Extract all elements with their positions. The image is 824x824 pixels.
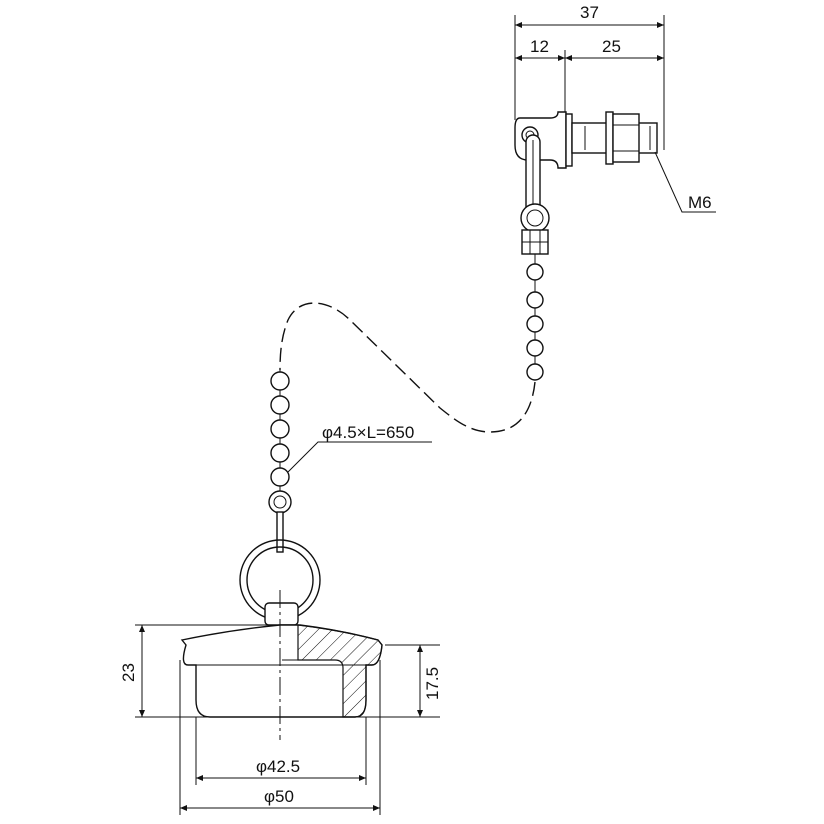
dim-37-label: 37	[580, 3, 599, 22]
dim-25-label: 25	[602, 37, 621, 56]
depth-17-5-label: 17.5	[423, 667, 442, 700]
chain-leader	[287, 441, 432, 473]
wall-fitting	[514, 111, 658, 255]
inner-diameter-label: φ42.5	[256, 757, 300, 776]
thread-label: M6	[688, 193, 712, 212]
ball-chain	[239, 254, 544, 621]
height-23-label: 23	[119, 663, 138, 682]
dim-12-label: 12	[530, 37, 549, 56]
stopper-dimensions	[135, 624, 440, 815]
outer-diameter-label: φ50	[264, 787, 294, 806]
top-dimensions	[514, 15, 665, 150]
rubber-stopper	[180, 590, 383, 740]
chain-spec-label: φ4.5×L=650	[322, 423, 414, 442]
m6-leader	[654, 151, 716, 213]
